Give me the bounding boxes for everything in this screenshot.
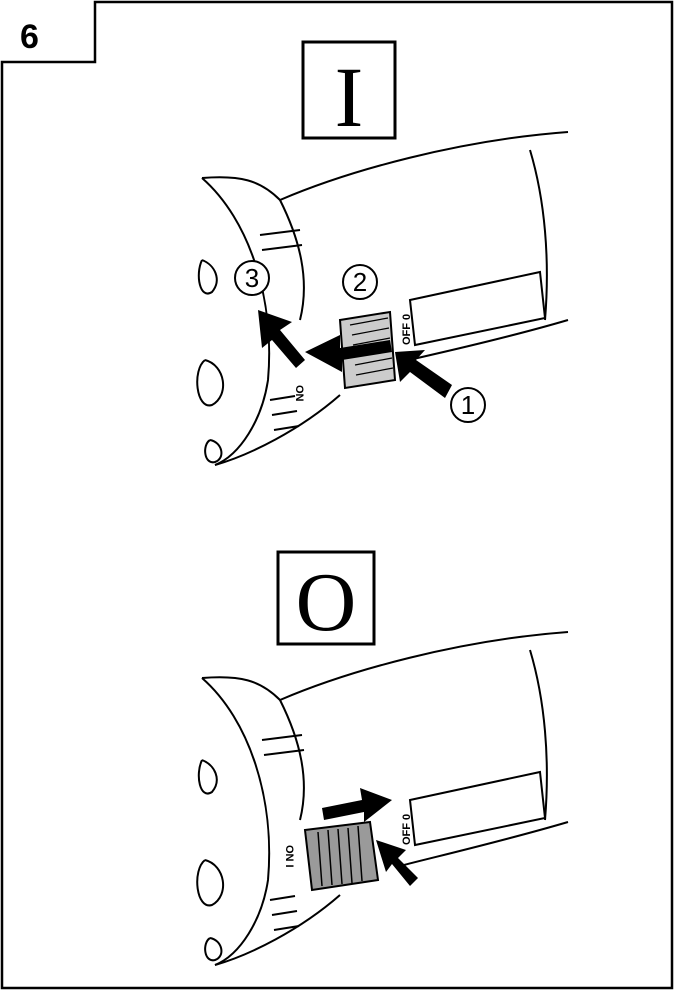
- arrow-push-3: [258, 310, 305, 368]
- arrow-press-release: [376, 840, 418, 886]
- switch-label-off-top: OFF 0: [401, 314, 413, 345]
- switch-label-on-top: ON: [293, 385, 305, 402]
- state-symbol-off: O: [296, 556, 357, 649]
- arrow-slide-back: [322, 788, 392, 822]
- switch-label-off-bottom: OFF 0: [401, 814, 413, 845]
- figure-number: 6: [20, 18, 39, 56]
- svg-text:3: 3: [245, 263, 259, 293]
- state-symbol-on: I: [335, 49, 364, 145]
- arrow-push-1: [395, 350, 452, 398]
- state-box-on: [301, 40, 397, 140]
- callout-3: 3: [234, 260, 270, 296]
- state-box-off: [276, 550, 376, 646]
- arrow-slide-2: [305, 335, 392, 372]
- callout-1: 1: [450, 387, 486, 423]
- grinder-body-bottom: [196, 631, 569, 966]
- callout-2: 2: [342, 264, 378, 300]
- bottom-panel: O OFF 0 ON I: [196, 550, 569, 966]
- slide-switch-bottom: [303, 820, 380, 892]
- top-panel: I OFF 0 ON: [196, 40, 569, 466]
- grinder-body-top: [196, 131, 569, 466]
- svg-text:2: 2: [353, 267, 367, 297]
- switch-label-on-bottom: ON I: [283, 845, 295, 868]
- svg-text:1: 1: [461, 390, 475, 420]
